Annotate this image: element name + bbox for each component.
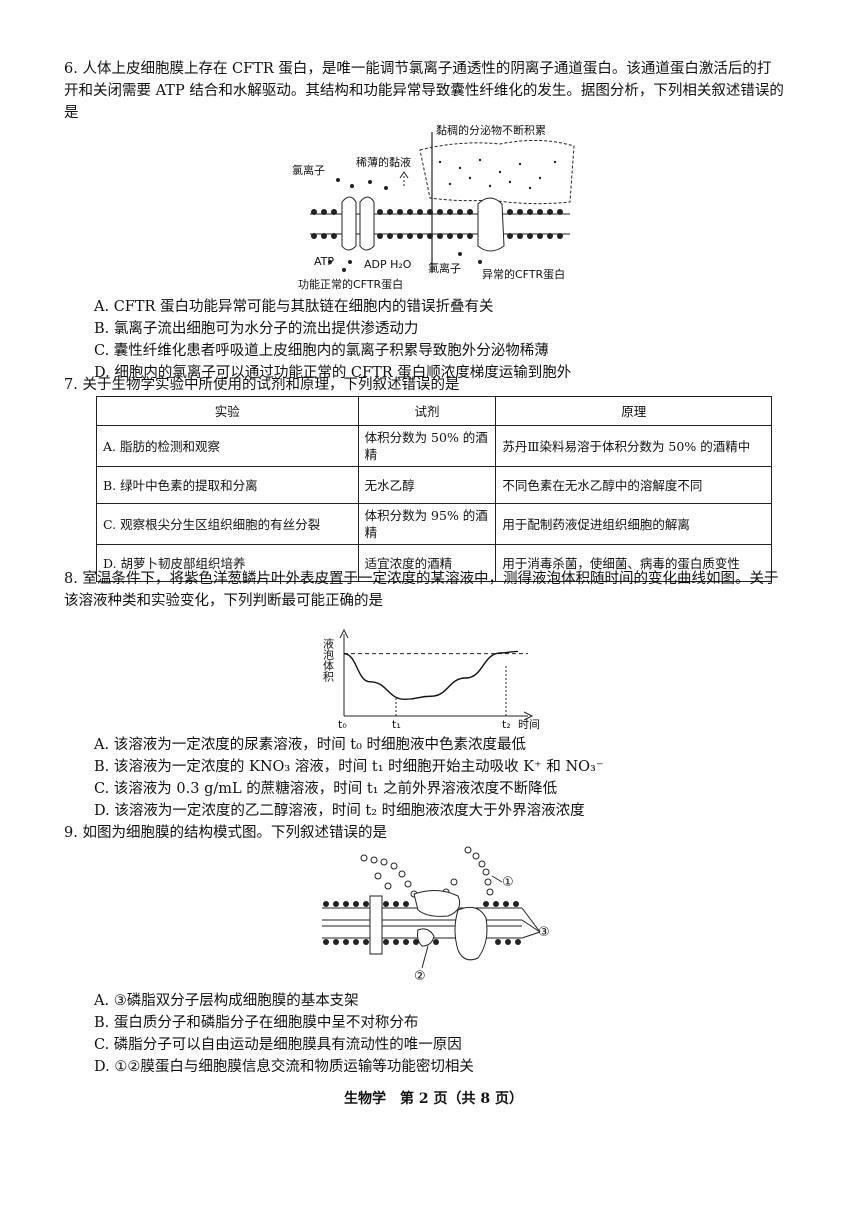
table-cell: 不同色素在无水乙醇中的溶解度不同: [495, 466, 772, 504]
table-cell: 体积分数为 50% 的酒精: [357, 425, 497, 467]
table-row: D. 胡萝卜韧皮部组织培养 适宜浓度的酒精 用于消毒杀菌，使细菌、病毒的蛋白质变…: [96, 544, 772, 582]
label-adp-h2o: ADP H₂O: [364, 258, 412, 271]
y-axis-label: 液泡体积: [322, 637, 335, 683]
q9-option-a: A. ③磷脂双分子层构成细胞膜的基本支架: [94, 993, 359, 1009]
table-cell: C. 观察根尖分生区组织细胞的有丝分裂: [96, 503, 359, 545]
q6-option-a: A. CFTR 蛋白功能异常可能与其肽链在细胞内的错误折叠有关: [94, 299, 494, 315]
label-marker-3: ③: [538, 925, 550, 940]
q9-stem: 9. 如图为细胞膜的结构模式图。下列叙述错误的是: [64, 825, 387, 841]
table-cell: 苏丹Ⅲ染料易溶于体积分数为 50% 的酒精中: [495, 425, 772, 467]
x-tick-t2: t₂: [502, 718, 511, 731]
q6-stem: 6. 人体上皮细胞膜上存在 CFTR 蛋白，是唯一能调节氯离子通透性的阴离子通道…: [64, 61, 784, 121]
x-tick-t1: t₁: [392, 718, 401, 731]
q9-option-d: D. ①②膜蛋白与细胞膜信息交流和物质运输等功能密切相关: [94, 1059, 474, 1075]
membrane-structure-figure: ① ② ③: [322, 846, 550, 984]
table-cell: A. 脂肪的检测和观察: [96, 425, 359, 467]
label-mucus-accumulate: 黏稠的分泌物不断积累: [436, 123, 546, 137]
table-row: C. 观察根尖分生区组织细胞的有丝分裂 体积分数为 95% 的酒精 用于配制药液…: [96, 503, 772, 545]
q6-option-b: B. 氯离子流出细胞可为水分子的流出提供渗透动力: [94, 321, 419, 337]
vacuole-volume-curve: [343, 650, 519, 700]
label-normal-cftr: 功能正常的CFTR蛋白: [298, 277, 403, 291]
table-cell: 无水乙醇: [357, 466, 497, 504]
q8-option-d: D. 该溶液为一定浓度的乙二醇溶液，时间 t₂ 时细胞液浓度大于外界溶液浓度: [94, 803, 585, 819]
label-marker-1: ①: [502, 875, 514, 890]
cftr-membrane-figure: 黏稠的分泌物不断积累 氯离子 稀薄的黏液 ATP ADP H₂O 氯离子 功能正…: [292, 123, 575, 291]
q7-stem: 7. 关于生物学实验中所使用的试剂和原理，下列叙述错误的是: [64, 377, 460, 393]
q8-stem: 8. 室温条件下，将紫色洋葱鳞片叶外表皮置于一定浓度的某溶液中，测得液泡体积随时…: [64, 571, 779, 609]
table-cell: 适宜浓度的酒精: [357, 544, 497, 582]
q8-option-c: C. 该溶液为 0.3 g/mL 的蔗糖溶液，时间 t₁ 之前外界溶液浓度不断降…: [94, 781, 558, 797]
label-chloride-bottom: 氯离子: [428, 261, 461, 275]
q7-table: 实验 试剂 原理 A. 脂肪的检测和观察 体积分数为 50% 的酒精 苏丹Ⅲ染料…: [96, 396, 772, 582]
label-marker-2: ②: [414, 969, 426, 984]
q8-option-a: A. 该溶液为一定浓度的尿素溶液，时间 t₀ 时细胞液中色素浓度最低: [94, 737, 527, 753]
table-cell: 用于配制药液促进组织细胞的解离: [495, 503, 772, 545]
table-row: B. 绿叶中色素的提取和分离 无水乙醇 不同色素在无水乙醇中的溶解度不同: [96, 466, 772, 504]
q8-option-b: B. 该溶液为一定浓度的 KNO₃ 溶液，时间 t₁ 时细胞开始主动吸收 K⁺ …: [94, 759, 604, 775]
table-header: 实验: [96, 396, 359, 426]
table-header: 试剂: [357, 396, 497, 426]
table-cell: B. 绿叶中色素的提取和分离: [96, 466, 359, 504]
table-row: A. 脂肪的检测和观察 体积分数为 50% 的酒精 苏丹Ⅲ染料易溶于体积分数为 …: [96, 425, 772, 467]
q9-option-c: C. 磷脂分子可以自由运动是细胞膜具有流动性的唯一原因: [94, 1037, 462, 1053]
label-chloride-top: 氯离子: [292, 163, 325, 177]
label-abnormal-cftr: 异常的CFTR蛋白: [482, 267, 565, 281]
label-atp: ATP: [314, 255, 334, 268]
table-cell: 用于消毒杀菌，使细菌、病毒的蛋白质变性: [495, 544, 772, 582]
x-axis-label: 时间: [518, 718, 540, 731]
x-tick-t0: t₀: [338, 718, 347, 731]
table-cell: D. 胡萝卜韧皮部组织培养: [96, 544, 359, 582]
table-header: 原理: [495, 396, 772, 426]
q6-option-c: C. 囊性纤维化患者呼吸道上皮细胞内的氯离子积累导致胞外分泌物稀薄: [94, 343, 549, 359]
q6-option-d: D. 细胞内的氯离子可以通过功能正常的 CFTR 蛋白顺浓度梯度运输到胞外: [94, 365, 572, 381]
table-header-row: 实验 试剂 原理: [96, 396, 772, 426]
page-footer: 生物学 第 2 页（共 8 页）: [344, 1091, 523, 1107]
vacuole-volume-chart: 液泡体积 时间 t₀ t₁ t₂: [322, 628, 540, 731]
label-thin-mucus: 稀薄的黏液: [356, 155, 411, 169]
q9-option-b: B. 蛋白质分子和磷脂分子在细胞膜中呈不对称分布: [94, 1015, 419, 1031]
table-cell: 体积分数为 95% 的酒精: [357, 503, 497, 545]
